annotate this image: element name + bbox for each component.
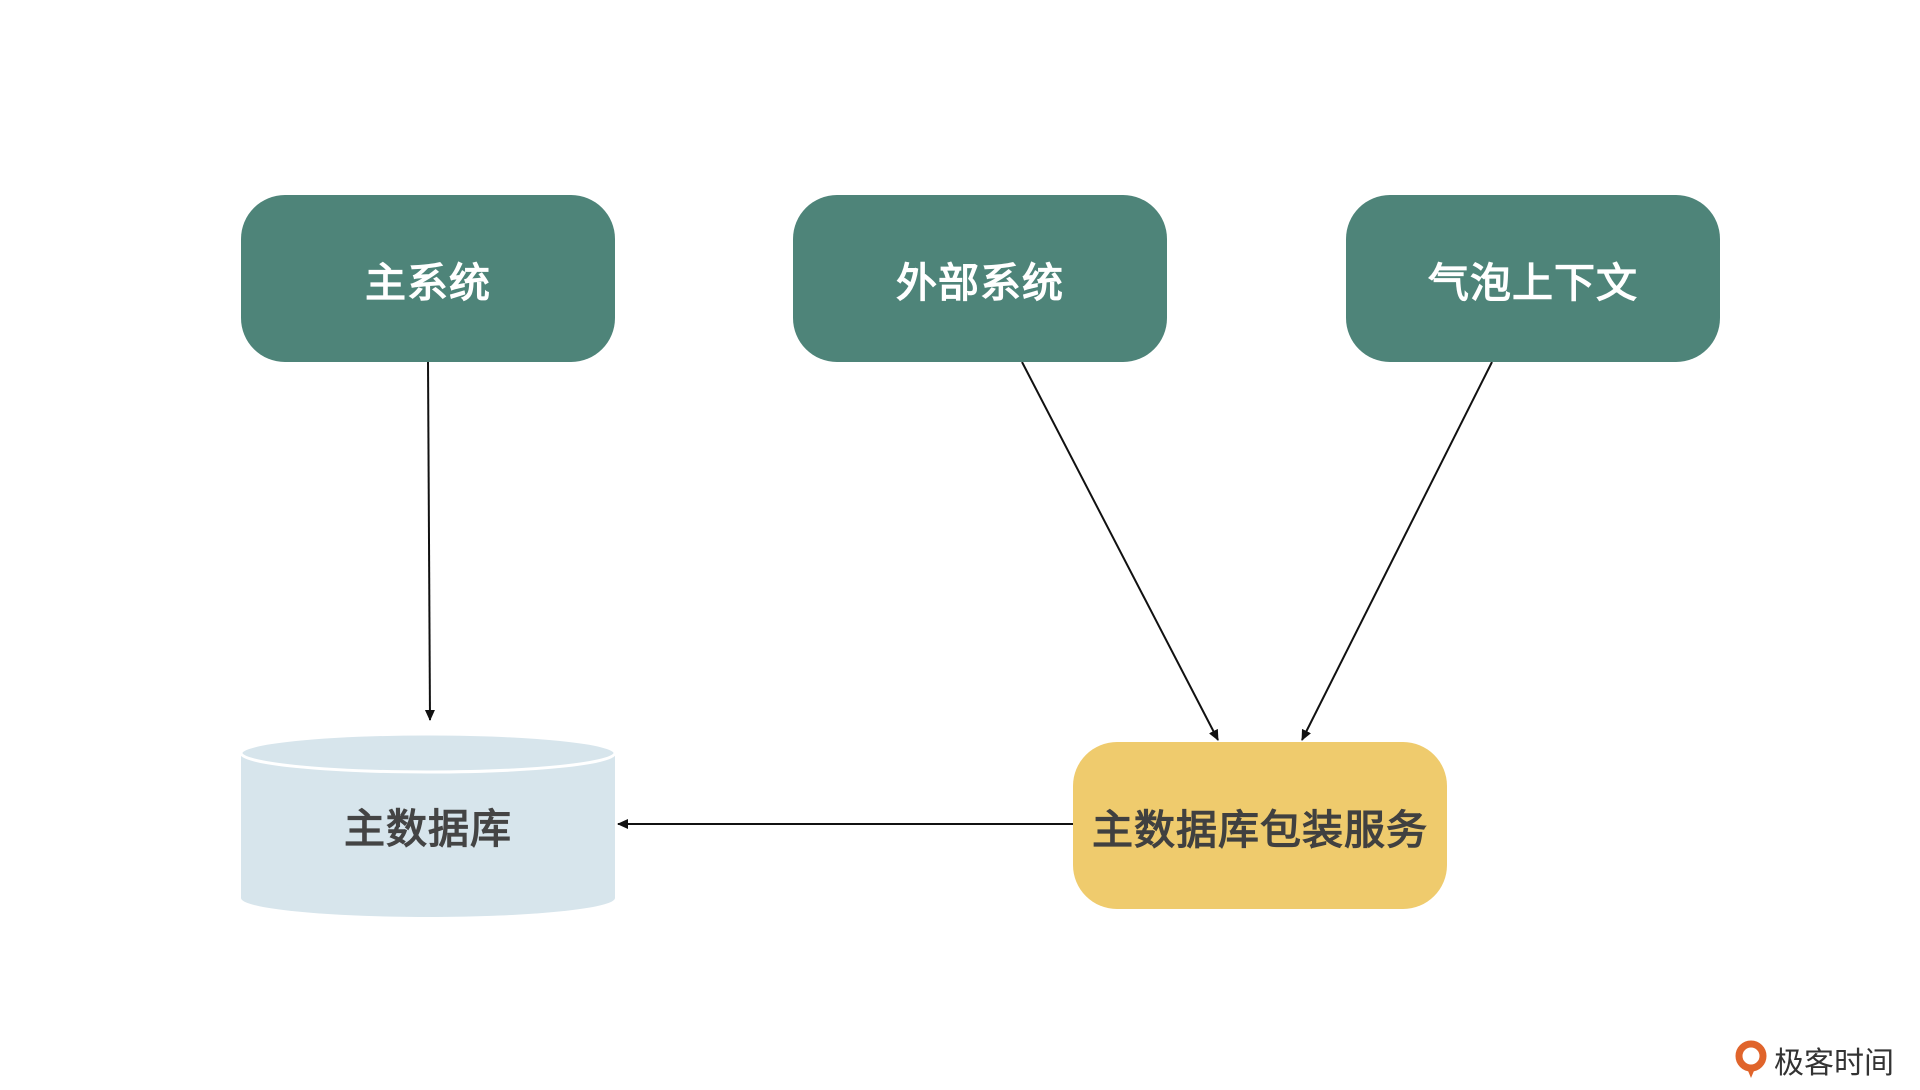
node-bubble-context: 气泡上下文 bbox=[1346, 195, 1720, 362]
edge-external-system-to-wrapper bbox=[1021, 361, 1219, 741]
edge-bubble-context-to-wrapper bbox=[1301, 361, 1493, 741]
node-master-db-wrapper: 主数据库包装服务 bbox=[1073, 742, 1447, 909]
geektime-logo-icon bbox=[1735, 1040, 1767, 1078]
node-master-db-wrapper-label: 主数据库包装服务 bbox=[1092, 805, 1428, 854]
node-main-system-label: 主系统 bbox=[365, 258, 491, 307]
node-main-system: 主系统 bbox=[241, 195, 615, 362]
database-cylinder bbox=[239, 732, 617, 917]
node-master-db-label: 主数据库 bbox=[344, 804, 512, 853]
node-bubble-context-label: 气泡上下文 bbox=[1428, 258, 1638, 307]
edge-main-system-to-master-db bbox=[424, 361, 435, 721]
node-external-system: 外部系统 bbox=[793, 195, 1167, 362]
brand-logo-text: 极客时间 bbox=[1774, 1046, 1894, 1081]
node-external-system-label: 外部系统 bbox=[896, 258, 1064, 307]
brand-logo: 极客时间 bbox=[1734, 1038, 1894, 1082]
